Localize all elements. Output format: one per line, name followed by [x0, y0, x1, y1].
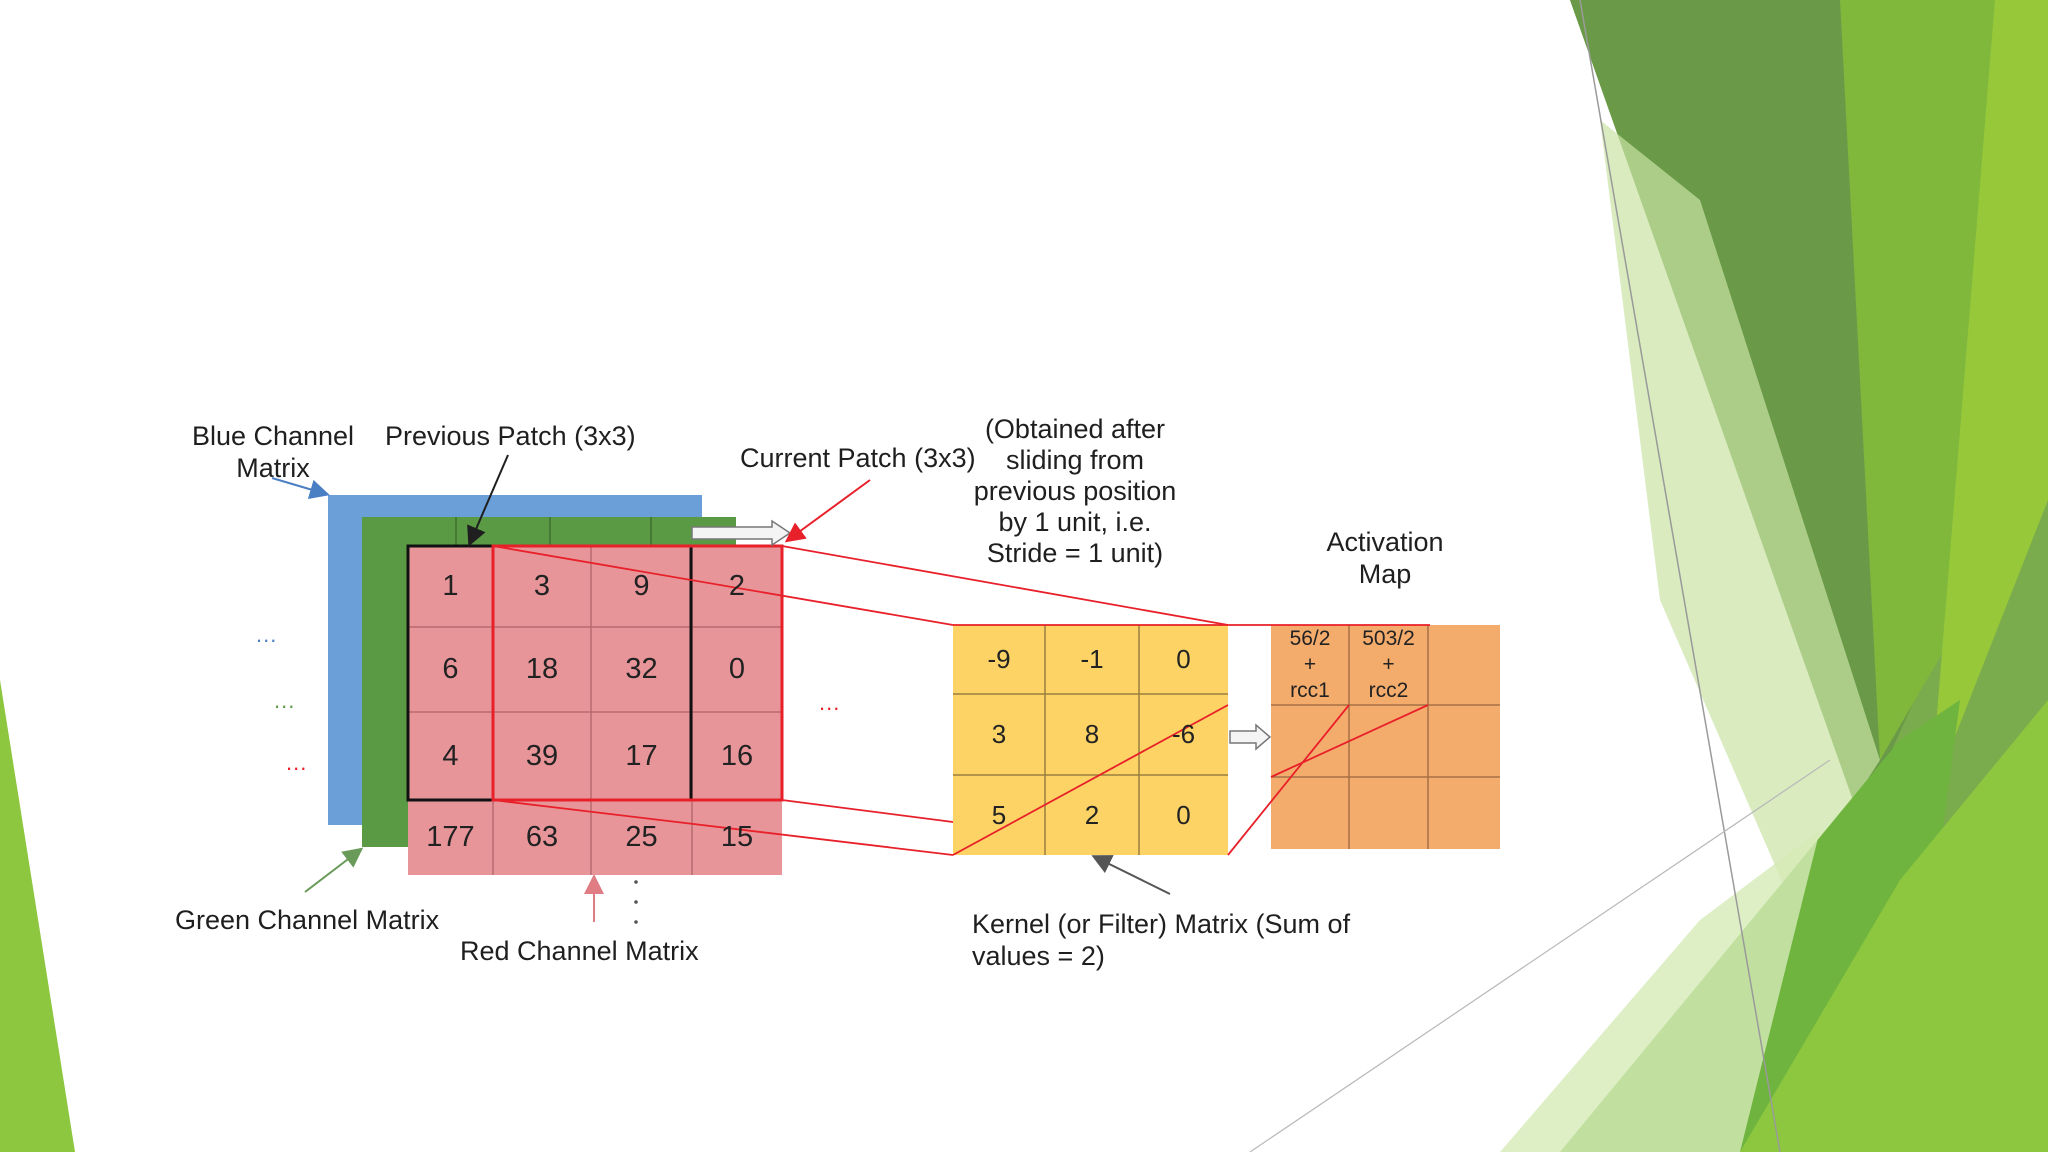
red-cell: 2 — [692, 546, 782, 627]
red-cell: 0 — [692, 627, 782, 712]
kernel-cell: -1 — [1045, 625, 1139, 694]
kernel-cell: 2 — [1045, 775, 1139, 855]
red-cell: 4 — [408, 712, 493, 800]
current-patch-label: Current Patch (3x3) — [740, 442, 976, 474]
activation-map-label: Activation Map — [1300, 526, 1470, 590]
red-cell: 9 — [591, 546, 692, 627]
activation-cell: 56/2 + rcc1 — [1271, 625, 1349, 705]
kernel-cell: 8 — [1045, 694, 1139, 775]
stride-note: (Obtained after sliding from previous po… — [955, 414, 1195, 569]
red-cell: 39 — [493, 712, 591, 800]
activation-plus: + — [1382, 652, 1394, 678]
red-ellipsis: ... — [286, 750, 307, 776]
green-ellipsis: ... — [274, 688, 295, 714]
green-channel-label: Green Channel Matrix — [175, 904, 439, 936]
red-cell: 17 — [591, 712, 692, 800]
activation-term: rcc1 — [1290, 678, 1330, 704]
kernel-cell: -6 — [1139, 694, 1228, 775]
activation-value: 56/2 — [1290, 626, 1331, 652]
red-channel-label: Red Channel Matrix — [460, 935, 699, 967]
current-patch-pointer — [788, 480, 870, 540]
red-cell: 3 — [493, 546, 591, 627]
blue-channel-label: Blue Channel Matrix — [183, 420, 363, 484]
red-cell: 63 — [493, 800, 591, 875]
activation-term: rcc2 — [1369, 678, 1409, 704]
activation-cell: 503/2 + rcc2 — [1349, 625, 1428, 705]
kernel-cell: 5 — [953, 775, 1045, 855]
red-cell: 25 — [591, 800, 692, 875]
red-cell: 16 — [692, 712, 782, 800]
blue-ellipsis: ... — [256, 622, 277, 648]
red-ellipsis-right: ... — [819, 690, 840, 716]
green-channel-pointer — [305, 850, 360, 892]
kernel-cell: 0 — [1139, 625, 1228, 694]
activation-value: 503/2 — [1362, 626, 1415, 652]
red-cell: 32 — [591, 627, 692, 712]
output-arrow — [1230, 725, 1270, 749]
kernel-pointer — [1095, 857, 1170, 894]
red-cell: 15 — [692, 800, 782, 875]
previous-patch-label: Previous Patch (3x3) — [385, 420, 636, 452]
kernel-label: Kernel (or Filter) Matrix (Sum of values… — [972, 908, 1350, 972]
red-cell: 1 — [408, 546, 493, 627]
kernel-cell: 0 — [1139, 775, 1228, 855]
red-cell: 6 — [408, 627, 493, 712]
vertical-ellipsis — [634, 880, 638, 924]
kernel-cell: 3 — [953, 694, 1045, 775]
kernel-cell: -9 — [953, 625, 1045, 694]
red-cell: 18 — [493, 627, 591, 712]
activation-plus: + — [1304, 652, 1316, 678]
red-cell: 177 — [408, 800, 493, 875]
